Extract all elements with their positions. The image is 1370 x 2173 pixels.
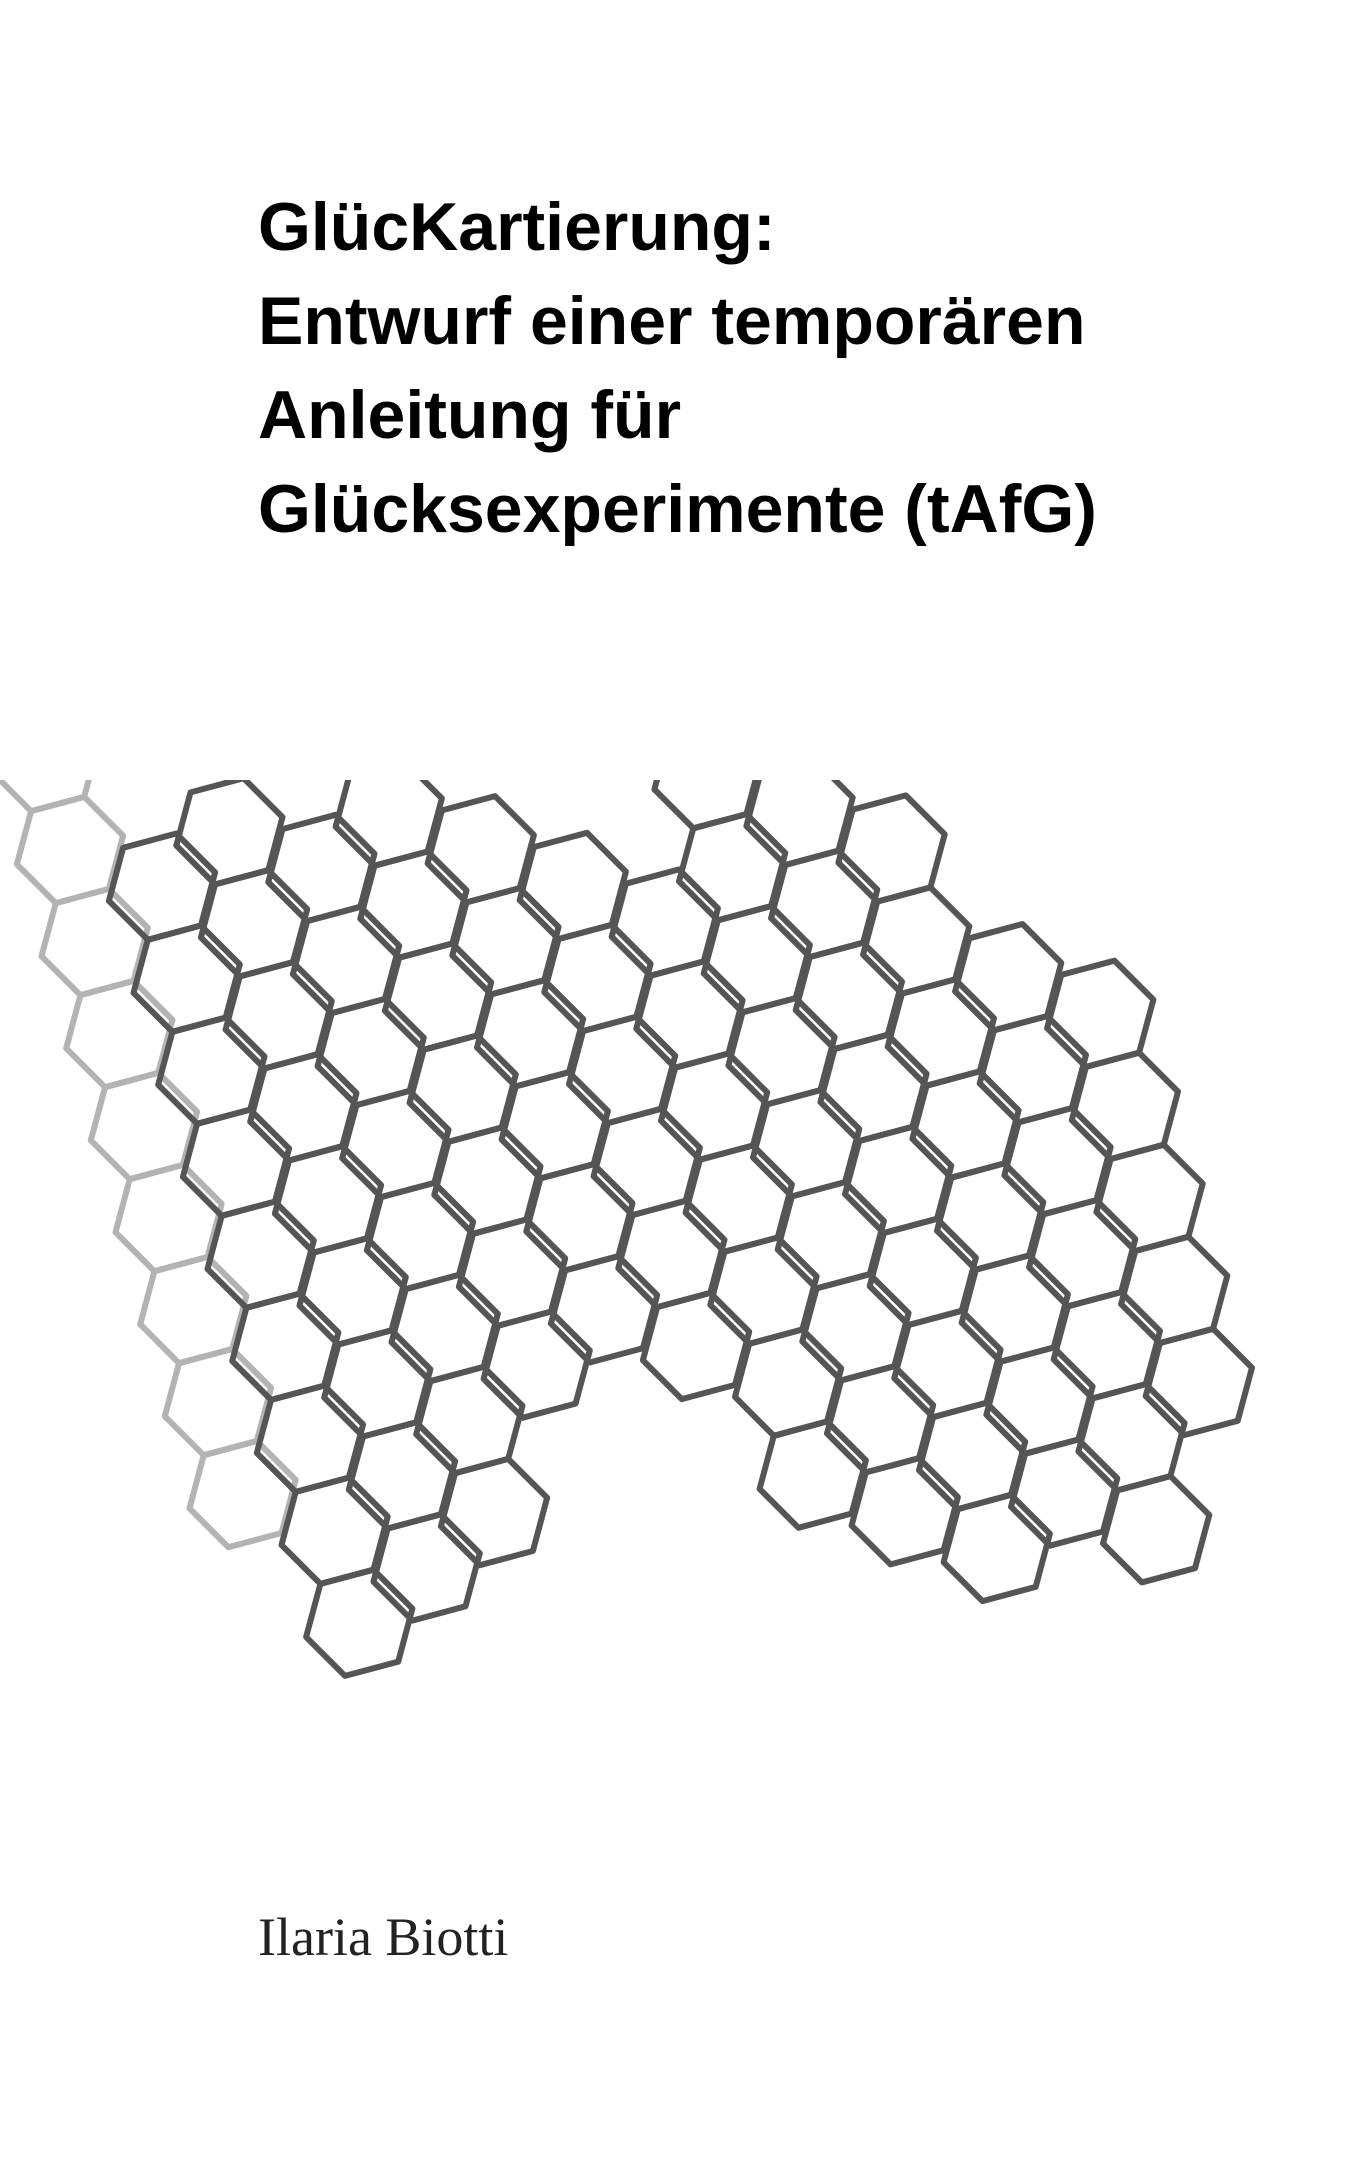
hexagon-cell [547,1253,661,1366]
hexagon-cell [639,1289,753,1403]
hexagon-cell [756,1418,869,1531]
hexagon-cell [848,1455,961,1568]
title-line-1: GlücKartierung: [258,189,776,265]
hexagon-cell [1100,1473,1213,1586]
hexagon-cell [303,1566,416,1679]
hexagon-cell [1142,1325,1255,1438]
hexagon-cell [186,1438,299,1551]
title-line-4: Glücksexperimente (tAfG) [258,471,1097,547]
hexagon-cell [1008,1436,1121,1549]
hexagon-cell [940,1491,1053,1605]
author-name: Ilaria Biotti [258,1907,509,1967]
book-title: GlücKartierung: Entwurf einer temporären… [258,180,1308,556]
hexagon-cell [480,1308,593,1421]
hexagon-cell [370,1511,483,1624]
title-line-3: Anleitung für [258,377,682,453]
honeycomb-pattern-icon [0,780,1255,1679]
hexagon-cell [437,1455,551,1569]
title-line-2: Entwurf einer temporären [258,283,1086,359]
